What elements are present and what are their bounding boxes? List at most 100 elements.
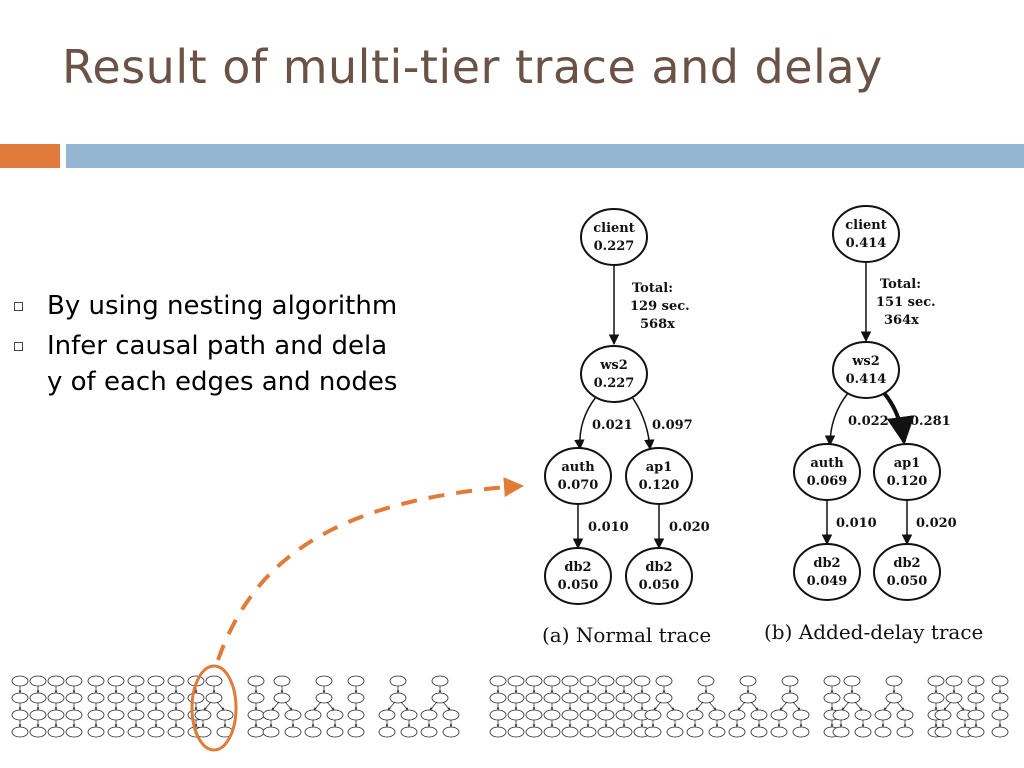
graph-caption: (a) Normal trace	[542, 623, 711, 647]
edge-label: 0.010	[836, 516, 877, 531]
bullet-text: y of each edges and nodes	[47, 367, 398, 397]
mini-trace-thumbnail	[645, 676, 683, 737]
mini-trace-thumbnail	[968, 676, 984, 737]
mini-trace-thumbnail	[634, 676, 650, 737]
node-db2	[793, 543, 861, 601]
mini-trace-thumbnail	[526, 676, 542, 737]
mini-trace-thumbnail	[263, 676, 301, 737]
mini-trace-thumbnail	[421, 676, 459, 737]
node-value: 0.120	[887, 474, 928, 489]
edge-label: 0.020	[916, 516, 957, 531]
mini-trace-thumbnail	[12, 676, 28, 737]
total-label: Total:	[880, 277, 921, 292]
node-label: ws2	[599, 358, 628, 373]
node-value: 0.227	[594, 239, 635, 254]
node-label: auth	[810, 456, 844, 471]
mini-trace-thumbnail	[348, 676, 364, 737]
node-label: db2	[564, 560, 591, 575]
total-label: Total:	[632, 281, 673, 296]
edge-label: 0.281	[910, 414, 951, 429]
mini-trace-thumbnail	[687, 676, 725, 737]
total-count: 364x	[884, 313, 919, 328]
mini-trace-thumbnail	[490, 676, 506, 737]
node-ws2	[580, 345, 648, 403]
mini-trace-thumbnail	[580, 676, 596, 737]
mini-trace-thumbnail	[30, 676, 46, 737]
trace-graph-added-delay: client 0.414 Total: 151 sec. 364x ws2 0.…	[764, 205, 983, 644]
mini-trace-thumbnail	[562, 676, 578, 737]
accent-bar-orange	[0, 144, 60, 168]
node-auth	[544, 447, 612, 505]
bullet-text: By using nesting algorithm	[47, 291, 398, 321]
edge-ws2-ap1	[631, 396, 655, 451]
mini-trace-thumbnail	[305, 676, 343, 737]
node-value: 0.414	[846, 236, 887, 251]
mini-trace-thumbnail	[248, 676, 264, 737]
node-ws2	[832, 341, 900, 399]
mini-trace-thumbnail	[544, 676, 560, 737]
edge-label: 0.020	[669, 520, 710, 535]
node-db2	[873, 543, 941, 601]
node-value: 0.050	[639, 578, 680, 593]
node-label: db2	[893, 556, 920, 571]
bullet-item: By using nesting algorithm	[12, 288, 472, 324]
node-value: 0.050	[887, 574, 928, 589]
mini-trace-thumbnail	[875, 676, 913, 737]
node-label: ap1	[646, 460, 673, 475]
graph-caption: (b) Added-delay trace	[764, 620, 983, 644]
mini-trace-thumbnail	[598, 676, 614, 737]
accent-bar-blue	[66, 144, 1024, 168]
edge-label: 0.022	[848, 414, 889, 429]
mini-trace-thumbnail	[88, 676, 104, 737]
edge-label: 0.021	[592, 418, 633, 433]
node-value: 0.227	[594, 376, 635, 391]
bullet-list: By using nesting algorithm Infer causal …	[12, 288, 472, 404]
dashed-connector-arrow	[216, 477, 524, 661]
node-db2	[544, 547, 612, 605]
node-label: auth	[561, 460, 595, 475]
node-value: 0.070	[558, 478, 599, 493]
mini-trace-thumbnail	[108, 676, 124, 737]
node-value: 0.069	[807, 474, 848, 489]
mini-trace-thumbnail	[833, 676, 871, 737]
trace-thumbnail-strip	[12, 676, 1008, 737]
node-label: client	[845, 218, 887, 233]
trace-graph-normal: client 0.227 Total: 129 sec. 568x ws2 0.…	[542, 208, 711, 647]
node-client	[580, 208, 648, 266]
total-time: 151 sec.	[876, 295, 936, 310]
mini-trace-thumbnail	[771, 676, 809, 737]
node-label: ws2	[851, 354, 880, 369]
node-value: 0.120	[639, 478, 680, 493]
node-client	[832, 205, 900, 263]
edge-ws2-auth	[574, 396, 597, 451]
mini-trace-thumbnail	[729, 676, 767, 737]
edge-ws2-auth	[824, 392, 849, 447]
total-time: 129 sec.	[630, 299, 690, 314]
node-value: 0.414	[846, 372, 887, 387]
mini-trace-thumbnail	[128, 676, 144, 737]
bullet-item: Infer causal path and dela y of each edg…	[12, 328, 472, 400]
mini-trace-thumbnail	[508, 676, 524, 737]
mini-trace-thumbnail	[148, 676, 164, 737]
node-label: db2	[645, 560, 672, 575]
mini-trace-thumbnail	[168, 676, 184, 737]
edge-label: 0.097	[652, 418, 693, 433]
slide-title: Result of multi-tier trace and delay	[62, 40, 883, 94]
total-count: 568x	[640, 317, 675, 332]
node-label: client	[593, 221, 635, 236]
highlight-ring	[190, 664, 238, 752]
node-db2	[625, 547, 693, 605]
mini-trace-thumbnail	[66, 676, 82, 737]
node-auth	[793, 443, 861, 501]
mini-trace-thumbnail	[616, 676, 632, 737]
square-bullet-icon	[14, 342, 23, 351]
node-label: db2	[813, 556, 840, 571]
node-ap1	[625, 447, 693, 505]
node-ap1	[873, 443, 941, 501]
node-value: 0.050	[558, 578, 599, 593]
edge-label: 0.010	[588, 520, 629, 535]
edge-ws2-ap1-heavy	[882, 391, 915, 445]
square-bullet-icon	[14, 302, 23, 311]
node-value: 0.049	[807, 574, 848, 589]
